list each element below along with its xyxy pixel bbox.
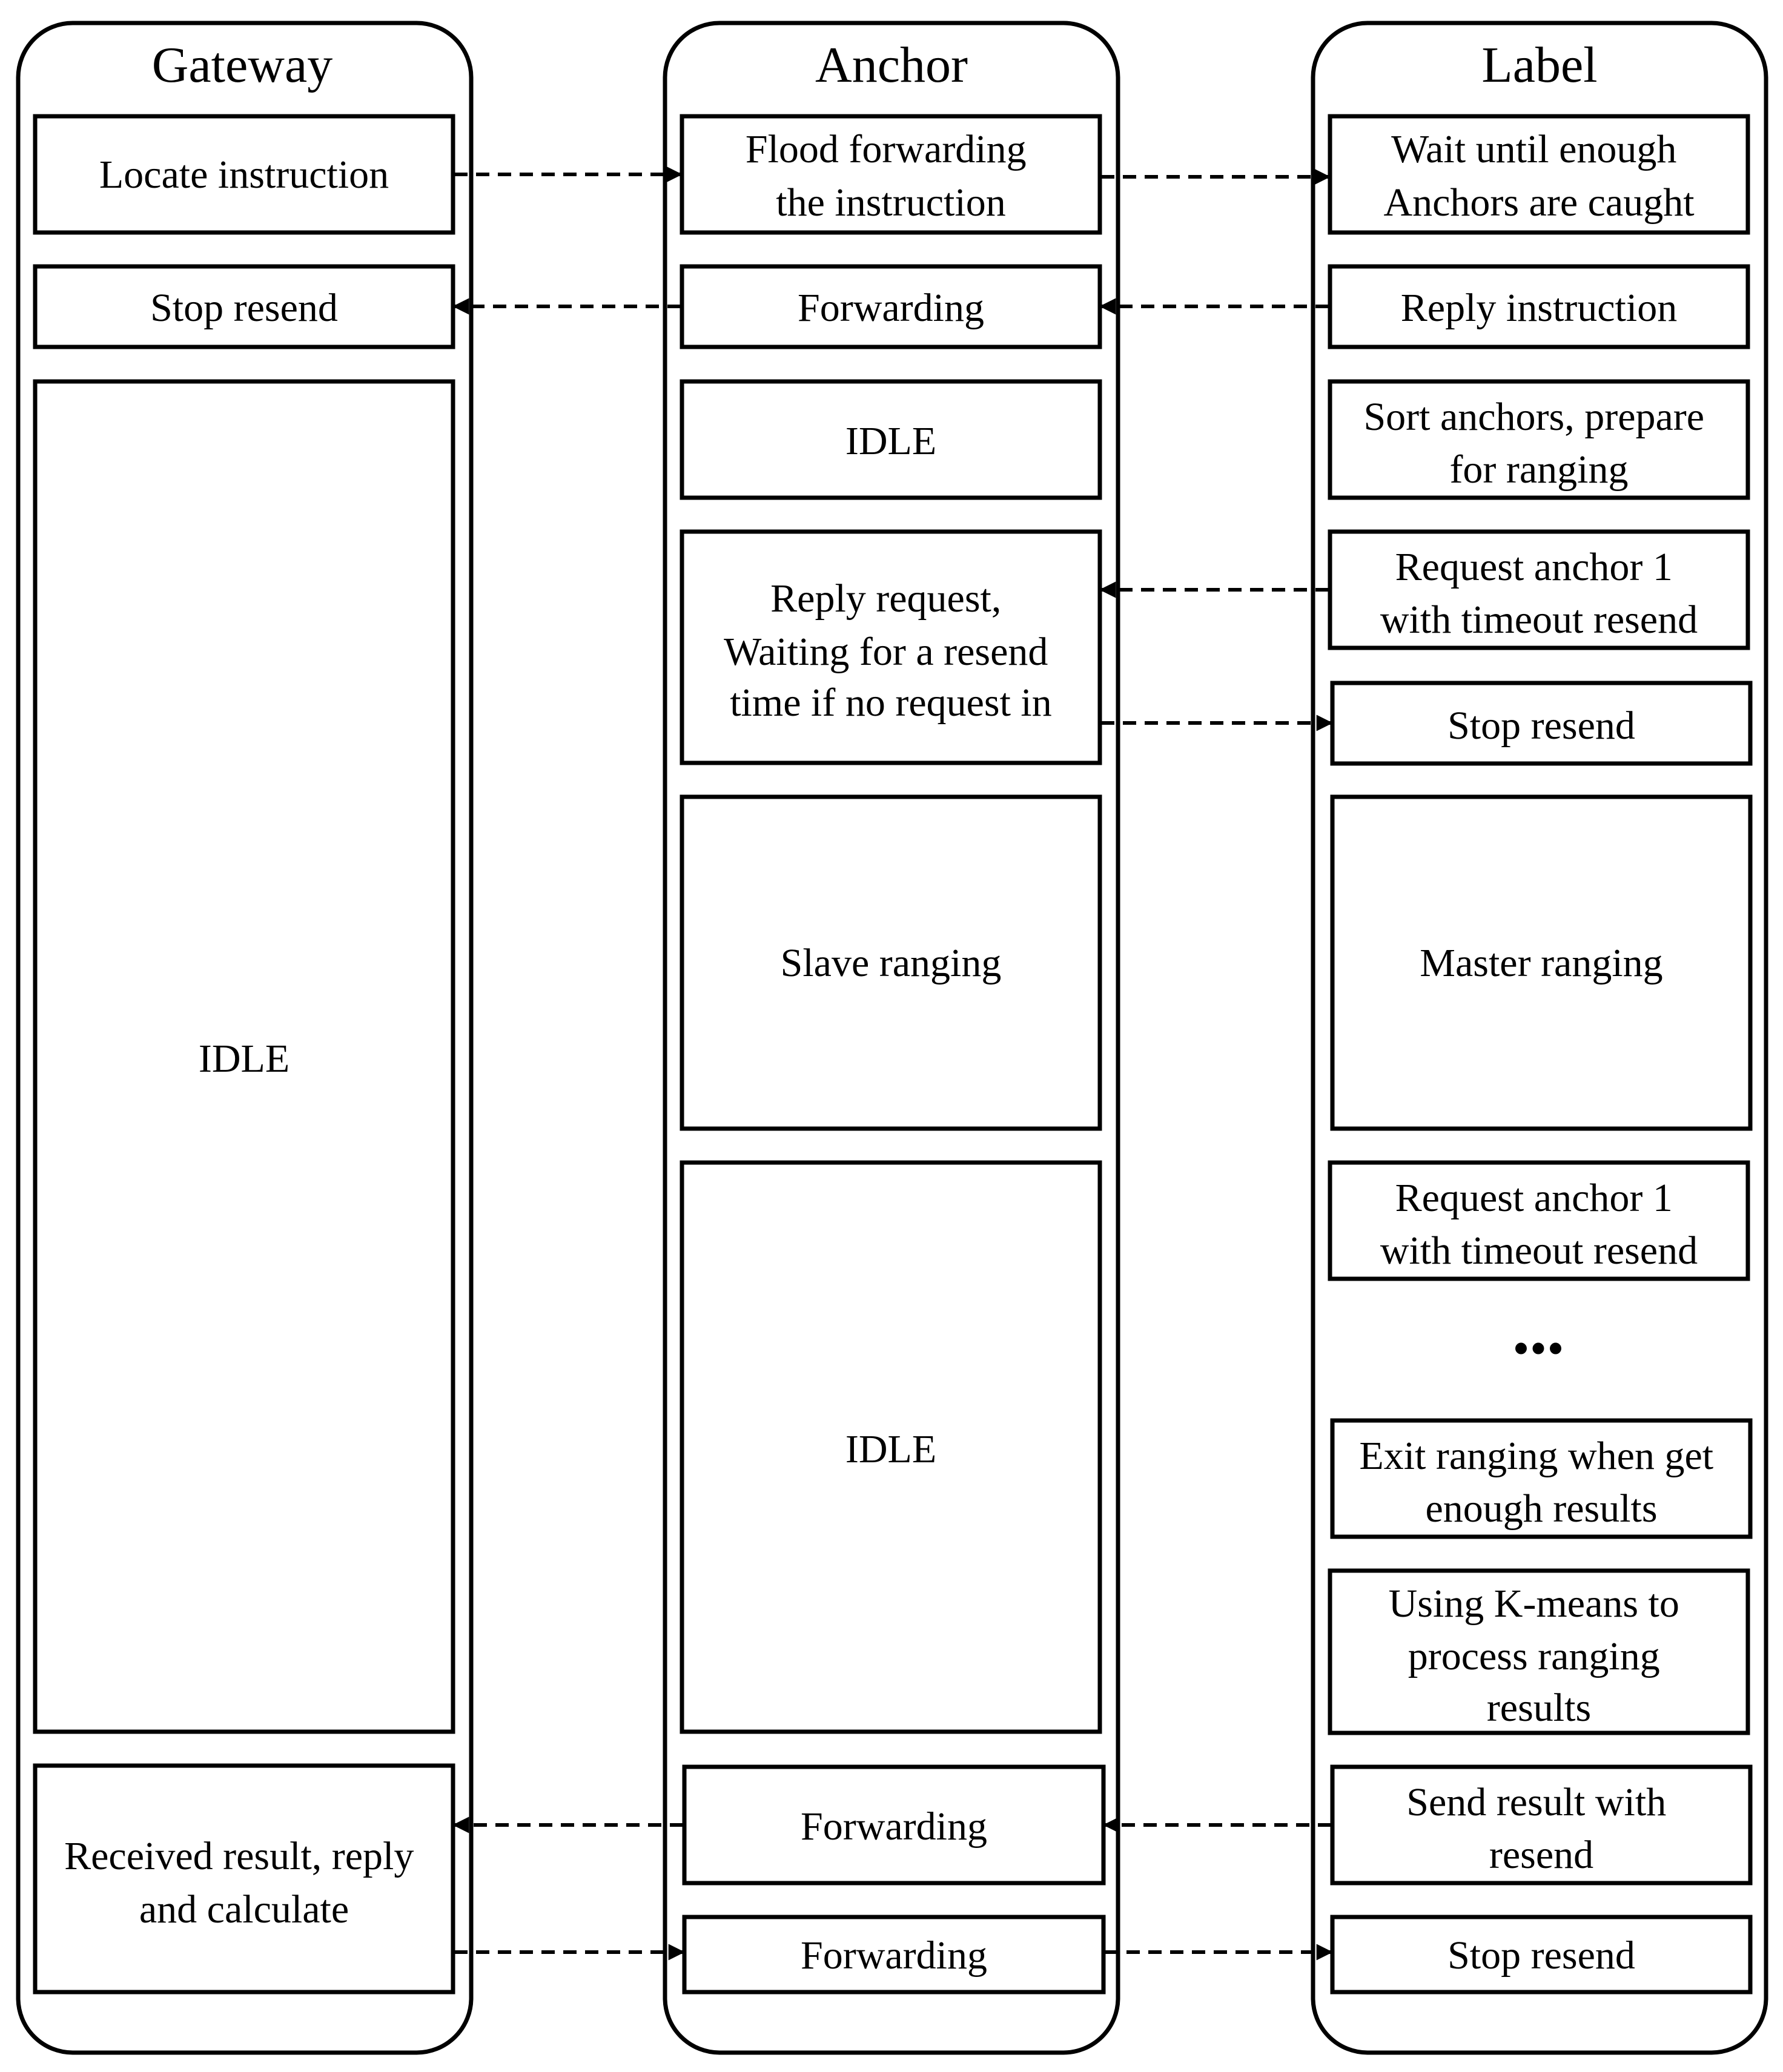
anchor-forwarding-1-text: Forwarding	[798, 286, 984, 330]
anchor-flood-forwarding-text: Flood forwarding the instruction	[746, 127, 1036, 225]
label-master-ranging-box	[1330, 794, 1753, 1131]
anchor-idle-1-text: IDLE	[845, 419, 936, 463]
label-master-ranging-text: Master ranging	[1420, 941, 1662, 985]
gateway-received-result-text: Received result, reply and calculate	[64, 1834, 424, 1932]
gateway-received-result-box	[33, 1763, 455, 1994]
gateway-stop-resend-text: Stop resend	[150, 286, 338, 330]
anchor-idle-2-box	[680, 1160, 1102, 1734]
gateway-locate-instruction-text: Locate instruction	[99, 153, 389, 197]
label-stop-resend-1-text: Stop resend	[1447, 704, 1635, 748]
label-reply-instruction-text: Reply instruction	[1401, 286, 1677, 330]
label-kmeans-box	[1328, 1568, 1750, 1735]
anchor-forwarding-3-box	[682, 1915, 1106, 1994]
anchor-forwarding-2-box	[682, 1764, 1106, 1886]
gateway-idle-text: IDLE	[199, 1037, 289, 1081]
label-stop-resend-1-box	[1330, 681, 1753, 766]
anchor-forwarding-1-box	[680, 264, 1102, 349]
label-wait-until-text: Wait until enough Anchors are caught	[1383, 127, 1694, 225]
gateway-locate-instruction-box	[33, 114, 455, 235]
anchor-idle-1-box	[680, 379, 1102, 500]
anchor-lane-title: Anchor	[815, 37, 968, 93]
label-ellipsis: •••	[1513, 1325, 1566, 1372]
label-send-result-box	[1330, 1764, 1753, 1886]
label-reply-instruction-box	[1328, 264, 1750, 349]
label-kmeans-text: Using K-means to process ranging results	[1389, 1582, 1690, 1730]
anchor-idle-2-text: IDLE	[845, 1427, 936, 1471]
anchor-forwarding-3-text: Forwarding	[801, 1933, 987, 1978]
label-send-result-text: Send result with resend	[1406, 1780, 1676, 1877]
gateway-stop-resend-box	[33, 264, 455, 349]
label-request-anchor-b-box	[1328, 1160, 1750, 1281]
label-stop-resend-2-box	[1330, 1915, 1753, 1994]
label-wait-until-box	[1328, 114, 1750, 235]
label-exit-ranging-box	[1330, 1418, 1753, 1539]
label-request-anchor-a-text: Request anchor 1 with timeout resend	[1380, 545, 1698, 642]
label-stop-resend-2-text: Stop resend	[1447, 1933, 1635, 1978]
label-lane-title: Label	[1481, 37, 1597, 93]
label-request-anchor-a-box	[1328, 529, 1750, 650]
anchor-forwarding-2-text: Forwarding	[801, 1804, 987, 1849]
label-sort-anchors-box	[1328, 379, 1750, 500]
anchor-flood-forwarding-box	[680, 114, 1102, 235]
gateway-lane-title: Gateway	[152, 37, 333, 93]
label-sort-anchors-text: Sort anchors, prepare for ranging	[1363, 395, 1714, 492]
gateway-idle-box	[33, 379, 455, 1734]
label-exit-ranging-text: Exit ranging when get enough results	[1359, 1434, 1723, 1531]
anchor-slave-ranging-box	[680, 794, 1102, 1131]
anchor-reply-request-text: Reply request, Waiting for a resend time…	[724, 576, 1058, 725]
label-request-anchor-b-text: Request anchor 1 with timeout resend	[1380, 1176, 1698, 1273]
anchor-slave-ranging-text: Slave ranging	[781, 941, 1002, 985]
anchor-reply-request-box	[680, 529, 1102, 765]
